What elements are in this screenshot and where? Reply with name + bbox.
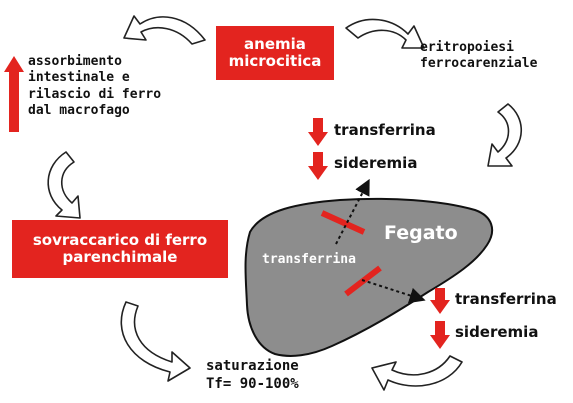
eritropoiesi-text: eritropoiesi ferrocarenziale <box>420 40 537 73</box>
curved-arrow-icon <box>372 356 462 390</box>
top-transferrina-label: transferrina <box>334 121 436 139</box>
down-arrow-icon <box>430 321 450 349</box>
liver-transferrina-label: transferrina <box>262 252 356 267</box>
bottom-transferrina-label: transferrina <box>455 290 557 308</box>
curved-arrow-icon <box>346 19 424 48</box>
anemia-box: anemia microcitica <box>216 26 334 80</box>
down-arrow-icon <box>308 152 328 180</box>
down-arrow-icon <box>308 118 328 146</box>
sovraccarico-box: sovraccarico di ferro parenchimale <box>12 220 228 278</box>
saturazione-text: saturazione Tf= 90-100% <box>206 358 299 393</box>
up-arrow-icon <box>4 56 24 132</box>
liver-title: Fegato <box>384 222 458 244</box>
top-sideremia-label: sideremia <box>334 154 417 172</box>
curved-arrow-icon <box>124 16 205 44</box>
down-arrow-icon <box>430 288 450 314</box>
bottom-sideremia-label: sideremia <box>455 323 538 341</box>
curved-arrow-icon <box>48 152 80 218</box>
curved-arrow-icon <box>488 104 521 166</box>
curved-arrow-icon <box>121 302 190 381</box>
assorbimento-text: assorbimento intestinale e rilascio di f… <box>28 54 161 119</box>
